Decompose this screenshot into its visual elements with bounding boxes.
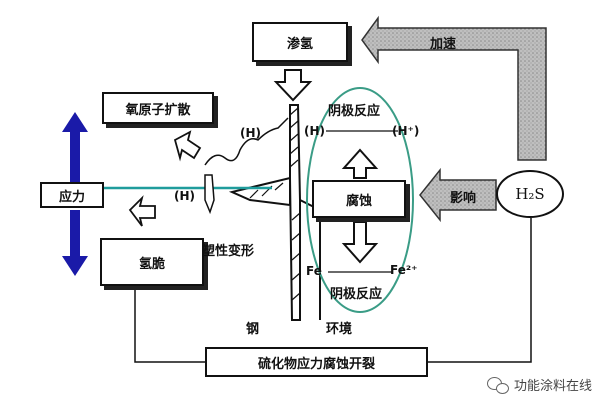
- h-plus-symbol: (H⁺): [392, 124, 420, 138]
- stress-arrow: [62, 112, 88, 276]
- watermark-text: 功能涂料在线: [513, 379, 592, 394]
- embrittlement-connector: [134, 285, 205, 363]
- h-symbol-3: (H): [174, 189, 196, 203]
- corrosion-double-arrow: [341, 148, 379, 264]
- hydrogen-diffusion-box: 氧原子扩散: [102, 92, 214, 124]
- wechat-icon: [486, 376, 509, 394]
- influence-arrow: [419, 167, 497, 223]
- h2s-connector: [428, 218, 532, 363]
- embrittlement-arrow: [128, 195, 156, 227]
- reaction-ellipse: [306, 87, 414, 313]
- hydrogen-charging-box: 渗氢: [252, 22, 348, 62]
- plastic-deformation-label: 塑性变形: [202, 244, 255, 259]
- h2s-node: H₂S: [496, 170, 564, 218]
- stress-box: 应力: [40, 182, 104, 208]
- anode-reaction-bottom-label: 阴极反应: [330, 287, 383, 302]
- h-symbol-2: (H): [304, 124, 326, 138]
- hydrogen-down-arrow: [273, 69, 313, 102]
- diffusion-arrow: [173, 130, 202, 162]
- plastic-deformation-mark: [204, 174, 215, 215]
- steel-label: 钢: [246, 322, 260, 337]
- anode-reaction-top-label: 阴极反应: [328, 104, 381, 119]
- corrosion-box: 腐蚀: [312, 180, 406, 218]
- environment-label: 环境: [326, 322, 353, 337]
- accelerate-arrow: [361, 15, 547, 161]
- embrittlement-box: 氢脆: [100, 238, 204, 286]
- h-symbol-1: (H): [240, 126, 262, 140]
- diffusion-path: [204, 117, 289, 166]
- watermark: 功能涂料在线: [486, 375, 592, 394]
- accelerate-label: 加速: [430, 37, 457, 52]
- sscc-box: 硫化物应力腐蚀开裂: [205, 347, 428, 377]
- fe-label: Fe: [306, 264, 322, 278]
- influence-label: 影响: [450, 191, 477, 206]
- fe2-label: Fe²⁺: [390, 263, 418, 277]
